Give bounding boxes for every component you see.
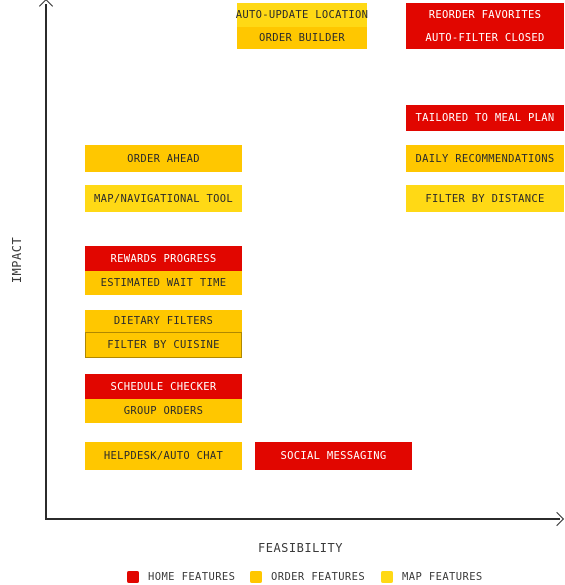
feature-box: ORDER AHEAD [85,145,242,172]
x-axis-label: FEASIBILITY [258,541,343,555]
feature-box: FILTER BY DISTANCE [406,185,564,212]
feature-box: ORDER BUILDER [237,27,367,49]
feature-box: AUTO-UPDATE LOCATION [236,3,368,27]
feature-box: DAILY RECOMMENDATIONS [406,145,564,172]
feature-box: AUTO-FILTER CLOSED [406,27,564,49]
legend-label-map: MAP FEATURES [402,571,483,583]
y-axis [45,4,47,519]
feature-box: HELPDESK/AUTO CHAT [85,442,242,470]
feature-box: GROUP ORDERS [85,399,242,423]
feature-box: SOCIAL MESSAGING [255,442,412,470]
feature-box: REWARDS PROGRESS [85,246,242,271]
x-axis-arrow-icon [549,511,565,527]
feature-box: ESTIMATED WAIT TIME [85,271,242,295]
feature-box: SCHEDULE CHECKER [85,374,242,399]
feature-box: REORDER FAVORITES [406,3,564,27]
legend-label-home: HOME FEATURES [148,571,236,583]
legend-swatch-map [381,571,393,583]
x-axis [45,518,560,520]
legend-label-order: ORDER FEATURES [271,571,366,583]
legend-swatch-home [127,571,139,583]
y-axis-label: IMPACT [10,236,25,284]
feature-box: DIETARY FILTERS [85,310,242,332]
feature-box: MAP/NAVIGATIONAL TOOL [85,185,242,212]
feature-box: FILTER BY CUISINE [85,332,242,358]
legend-swatch-order [250,571,262,583]
feature-box: TAILORED TO MEAL PLAN [406,105,564,131]
y-axis-arrow-icon [38,0,54,14]
